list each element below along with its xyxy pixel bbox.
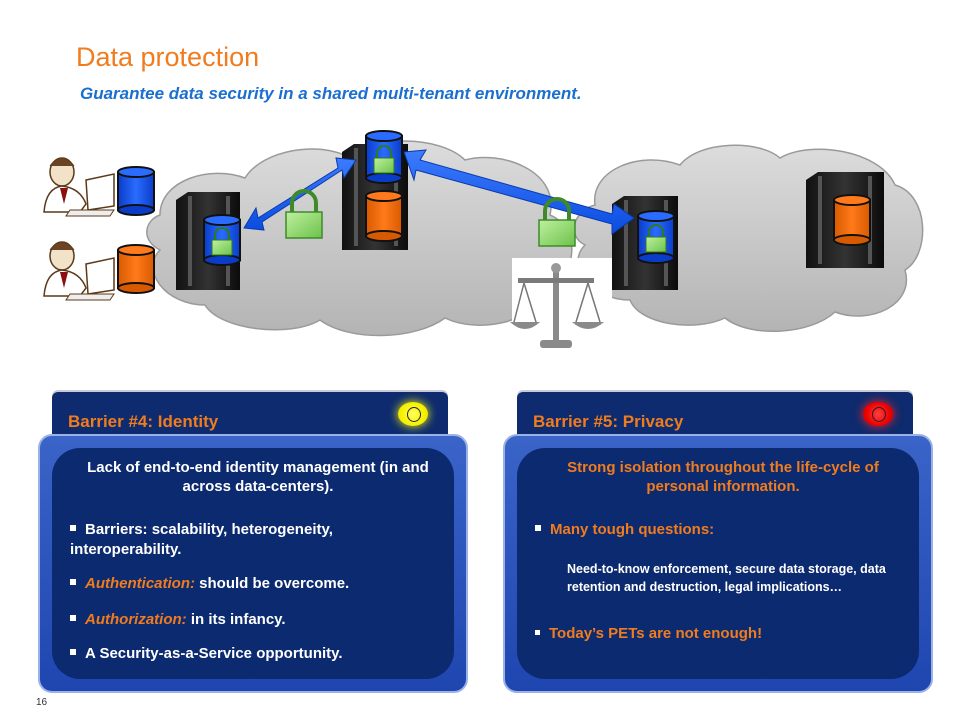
slide-title: Data protection xyxy=(76,42,260,72)
bullet-pets: Today’s PETs are not enough! xyxy=(535,624,762,644)
user-at-desk-icon xyxy=(43,241,115,301)
double-arrow-icon xyxy=(243,157,357,231)
bullet-text: Today’s PETs are not enough! xyxy=(549,625,763,642)
panel-title: Barrier #4: Identity xyxy=(68,412,219,431)
privacy-barrier-panel: Barrier #5: Privacy Strong isolation thr… xyxy=(503,388,933,693)
bullet-square-icon xyxy=(70,615,76,621)
bullet-text: A Security-as-a-Service opportunity. xyxy=(85,645,343,662)
panel-body: Strong isolation throughout the life-cyc… xyxy=(517,448,919,679)
panel-tab: Barrier #4: Identity xyxy=(52,392,448,434)
panel-frame: Strong isolation throughout the life-cyc… xyxy=(503,434,933,693)
panel-heading: Lack of end-to-end identity management (… xyxy=(87,459,429,495)
bullet-square-icon xyxy=(70,525,76,531)
bullet-emphasis: Authorization: xyxy=(85,611,187,628)
database-icon xyxy=(117,244,155,294)
padlock-icon xyxy=(211,227,233,256)
panel-tab: Barrier #5: Privacy xyxy=(517,392,913,434)
database-icon xyxy=(365,130,403,184)
bullet-square-icon xyxy=(535,525,541,531)
multi-tenant-illustration xyxy=(43,130,924,360)
padlock-icon xyxy=(538,197,576,247)
slide-subtitle: Guarantee data security in a shared mult… xyxy=(80,84,582,103)
double-arrow-icon xyxy=(403,149,635,235)
identity-barrier-panel: Barrier #4: Identity Lack of end-to-end … xyxy=(38,388,468,693)
bullet-emphasis: Authentication: xyxy=(85,575,195,592)
padlock-icon xyxy=(373,145,395,174)
database-icon xyxy=(365,190,403,242)
panel-body: Lack of end-to-end identity management (… xyxy=(52,448,454,679)
bullet-square-icon xyxy=(535,630,540,635)
bullet-authorization: Authorization: in its infancy. xyxy=(70,610,286,630)
bullet-square-icon xyxy=(70,649,76,655)
bullet-tough-questions: Many tough questions: xyxy=(535,520,714,540)
status-light-icon xyxy=(863,402,893,426)
bullet-security-service: A Security-as-a-Service opportunity. xyxy=(70,644,343,664)
panel-heading: Strong isolation throughout the life-cyc… xyxy=(567,459,879,495)
bullet-text: in its infancy. xyxy=(186,611,286,628)
user-at-desk-icon xyxy=(43,157,115,217)
bullet-text: Many tough questions: xyxy=(550,521,715,538)
scales-of-justice-icon xyxy=(510,258,612,360)
page-number: 16 xyxy=(36,697,48,708)
status-light-icon xyxy=(398,402,428,426)
bullet-barriers: Barriers: scalability, heterogeneity, in… xyxy=(70,520,410,560)
padlock-icon xyxy=(645,224,667,253)
bullet-authentication: Authentication: should be overcome. xyxy=(70,574,349,594)
database-icon xyxy=(833,194,871,246)
bullet-square-icon xyxy=(70,579,76,585)
panel-title: Barrier #5: Privacy xyxy=(533,412,684,431)
questions-detail: Need-to-know enforcement, secure data st… xyxy=(567,562,886,594)
bullet-text: Barriers: scalability, heterogeneity, in… xyxy=(70,521,333,558)
database-icon xyxy=(117,166,155,216)
bullet-text: should be overcome. xyxy=(195,575,350,592)
database-icon xyxy=(637,210,675,264)
padlock-icon xyxy=(285,189,323,239)
panel-frame: Lack of end-to-end identity management (… xyxy=(38,434,468,693)
